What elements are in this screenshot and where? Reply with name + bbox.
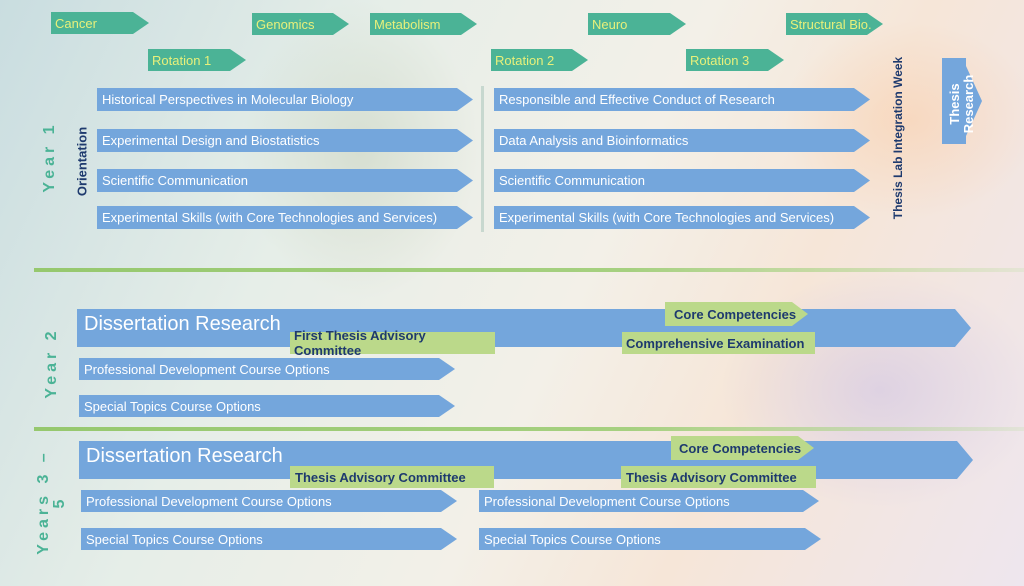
rotation-1: Rotation 1	[148, 49, 246, 71]
y35-advisory-committee-left: Thesis Advisory Committee	[290, 466, 494, 488]
course-label: Special Topics Course Options	[484, 531, 661, 547]
dissertation-label: Dissertation Research	[84, 313, 281, 335]
dissertation-label: Dissertation Research	[86, 445, 283, 467]
research-area-label: Structural Bio.	[790, 16, 872, 32]
y1-course-data-analysis: Data Analysis and Bioinformatics	[494, 129, 870, 152]
rotation-label: Rotation 2	[495, 52, 555, 68]
rotation-label: Rotation 1	[152, 52, 212, 68]
committee-label: Thesis Advisory Committee	[295, 469, 466, 485]
course-label: Professional Development Course Options	[84, 361, 330, 377]
y1-course-exp-skills-2: Experimental Skills (with Core Technolog…	[494, 206, 870, 229]
research-area-label: Neuro	[592, 16, 628, 32]
research-area-neuro: Neuro	[588, 13, 686, 35]
research-area-metabolism: Metabolism	[370, 13, 477, 35]
core-competencies-label: Core Competencies	[679, 440, 802, 456]
course-label: Data Analysis and Bioinformatics	[499, 133, 689, 148]
years35-label-text: Years 3 – 5	[35, 449, 68, 555]
y35-prof-dev-left: Professional Development Course Options	[81, 490, 457, 512]
rotation-label: Rotation 3	[690, 52, 750, 68]
thesis-research-label: Thesis Research	[947, 74, 976, 134]
y2-core-competencies: Core Competencies	[665, 302, 808, 326]
section-divider	[34, 268, 1024, 272]
y2-dissertation-research: Dissertation Research	[77, 309, 971, 347]
thesis-lab-week-label: Thesis Lab Integration Week	[891, 56, 905, 220]
course-label: Scientific Communication	[499, 173, 645, 188]
committee-label: First Thesis Advisory Committee	[294, 328, 426, 358]
thesis-research-arrow	[942, 58, 982, 144]
course-label: Experimental Skills (with Core Technolog…	[102, 210, 438, 225]
y1-course-rcr: Responsible and Effective Conduct of Res…	[494, 88, 870, 111]
y35-prof-dev-right: Professional Development Course Options	[479, 490, 819, 512]
committee-label: Thesis Advisory Committee	[626, 469, 797, 485]
course-label: Experimental Design and Biostatistics	[102, 133, 320, 148]
research-area-cancer: Cancer	[51, 12, 149, 34]
y1-course-sci-comm: Scientific Communication	[97, 169, 473, 192]
course-label: Professional Development Course Options	[86, 493, 332, 509]
y1-course-historical: Historical Perspectives in Molecular Bio…	[97, 88, 473, 111]
rotation-2: Rotation 2	[491, 49, 588, 71]
research-area-label: Cancer	[55, 15, 97, 31]
research-area-label: Metabolism	[374, 16, 441, 32]
core-competencies-label: Core Competencies	[674, 306, 797, 322]
course-label: Professional Development Course Options	[484, 493, 730, 509]
rotation-3: Rotation 3	[686, 49, 784, 71]
years35-label: Years 3 – 5	[35, 447, 68, 557]
y1-course-sci-comm-2: Scientific Communication	[494, 169, 870, 192]
course-label: Scientific Communication	[102, 173, 248, 188]
y2-special-topics-options: Special Topics Course Options	[79, 395, 455, 417]
y1-course-exp-skills: Experimental Skills (with Core Technolog…	[97, 206, 473, 229]
y35-dissertation-research: Dissertation Research	[79, 441, 973, 479]
y1-course-experimental-design: Experimental Design and Biostatistics	[97, 129, 473, 152]
course-label: Special Topics Course Options	[86, 531, 263, 547]
research-area-genomics: Genomics	[252, 13, 349, 35]
course-label: Responsible and Effective Conduct of Res…	[499, 92, 775, 107]
year1-label: Year 1	[41, 121, 58, 193]
orientation-label: Orientation	[74, 126, 90, 197]
course-label: Special Topics Course Options	[84, 398, 261, 414]
year2-label: Year 2	[43, 327, 60, 399]
y2-prof-dev-options: Professional Development Course Options	[79, 358, 455, 380]
research-area-structural-bio: Structural Bio.	[786, 13, 883, 35]
y2-comprehensive-exam: Comprehensive Examination	[622, 332, 815, 354]
y35-special-topics-left: Special Topics Course Options	[81, 528, 457, 550]
y35-advisory-committee-right: Thesis Advisory Committee	[621, 466, 816, 488]
y2-first-advisory-committee: First Thesis Advisory Committee	[290, 328, 495, 358]
research-area-label: Genomics	[256, 16, 315, 32]
y35-core-competencies: Core Competencies	[671, 436, 814, 460]
course-label: Historical Perspectives in Molecular Bio…	[102, 92, 354, 107]
y35-special-topics-right: Special Topics Course Options	[479, 528, 821, 550]
course-label: Experimental Skills (with Core Technolog…	[499, 210, 835, 225]
year1-divider	[481, 86, 484, 232]
exam-label: Comprehensive Examination	[626, 335, 805, 351]
section-divider	[34, 427, 1024, 431]
